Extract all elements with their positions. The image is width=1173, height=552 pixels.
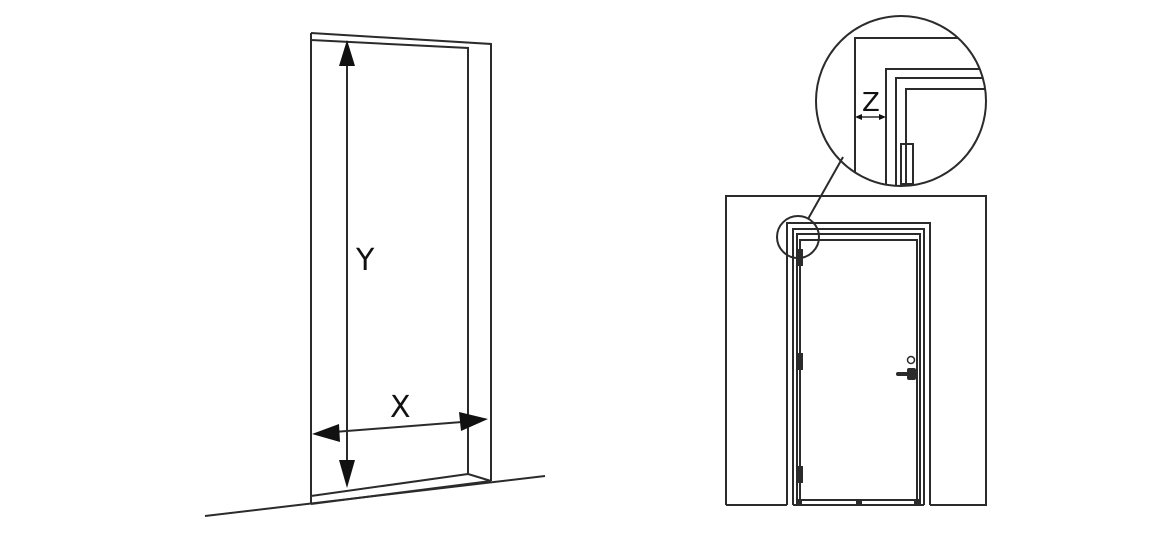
magnifier-circle [815, 15, 987, 187]
zoom-frame-edge [885, 68, 986, 186]
height-dimension: Y [339, 40, 375, 488]
zoom-door-edge [905, 88, 986, 186]
gap-label: Z [862, 88, 880, 118]
arrow-left-icon [312, 424, 340, 442]
opening-frame [310, 32, 492, 505]
wall [725, 195, 987, 506]
zoom-frame-inner-edge [895, 77, 986, 186]
arrow-right-icon [879, 114, 886, 120]
width-dimension: X [312, 390, 488, 442]
arrow-left-icon [855, 114, 862, 120]
door-opening-perspective [204, 32, 546, 517]
width-label: X [390, 390, 411, 425]
door-in-wall [725, 156, 987, 506]
hinge-icon [798, 466, 803, 483]
door-frame-inner [796, 233, 921, 505]
arrow-up-icon [339, 40, 355, 66]
leader-line [807, 156, 844, 220]
threshold-foot [797, 499, 802, 506]
detail-marker-circle [776, 215, 820, 259]
zoom-casing-edge [854, 37, 986, 186]
door-frame-outer [792, 228, 925, 505]
door-casing [786, 222, 931, 505]
magnified-detail: Z [815, 15, 987, 187]
zoom-hinge [900, 143, 914, 185]
door-handle-icon [896, 355, 916, 380]
threshold-foot [914, 499, 920, 506]
arrow-down-icon [339, 460, 355, 488]
door-leaf [799, 239, 918, 501]
height-label: Y [355, 243, 375, 278]
gap-dimension: Z [855, 88, 886, 120]
threshold-foot [856, 499, 862, 506]
arrow-right-icon [459, 412, 488, 431]
hinge-icon [798, 353, 803, 370]
